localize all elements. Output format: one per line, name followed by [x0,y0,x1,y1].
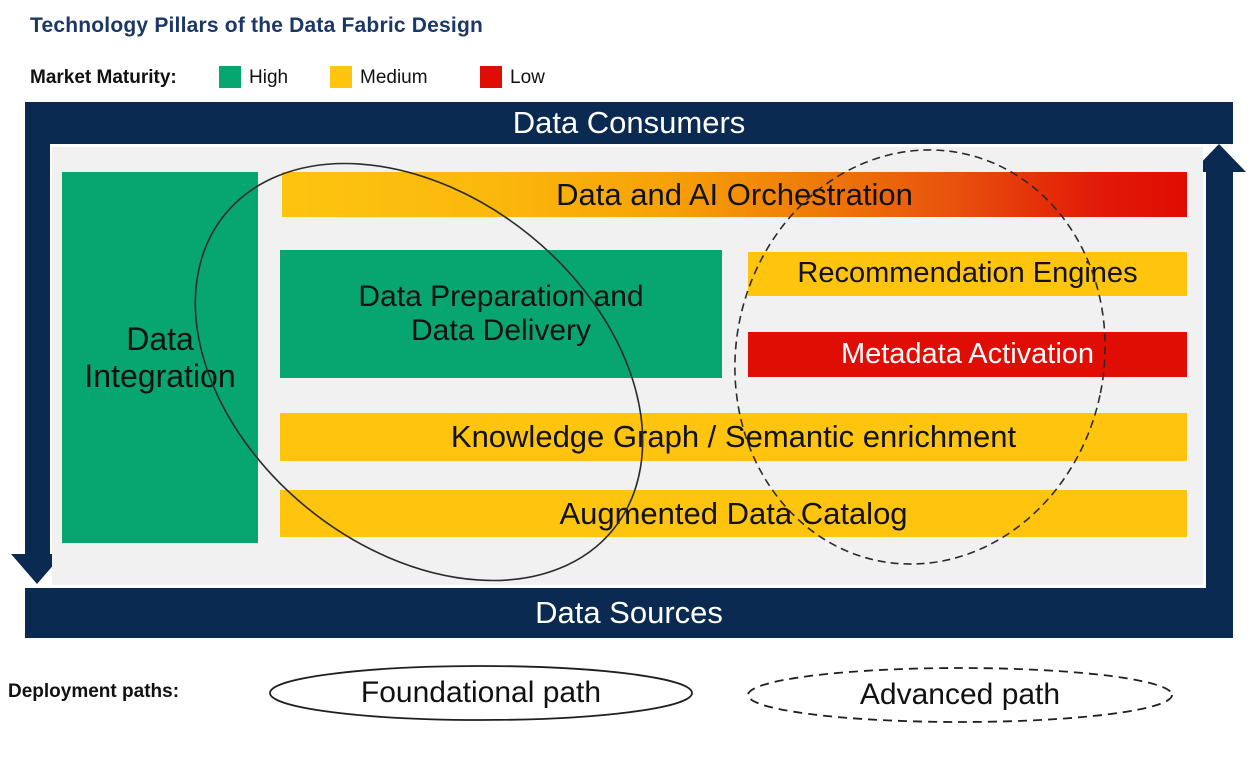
down-arrow-shaft [25,102,50,555]
foundational-path-label: Foundational path [360,676,602,709]
data-integration-label-line1: Data [126,320,194,357]
pillar-data-integration: Data Integration [62,172,258,543]
data-sources-label: Data Sources [535,595,723,630]
data-consumers-label: Data Consumers [512,105,746,140]
maturity-medium-swatch [330,66,352,88]
pillar-knowledge-graph: Knowledge Graph / Semantic enrichment [280,413,1187,461]
pillar-data-preparation-delivery: Data Preparation and Data Delivery [280,250,722,378]
pillar-augmented-data-catalog: Augmented Data Catalog [280,490,1187,537]
maturity-low-swatch [480,66,502,88]
data-integration-label-line2: Integration [84,357,236,394]
knowledge-graph-label: Knowledge Graph / Semantic enrichment [450,419,1017,455]
maturity-low-label: Low [510,67,545,88]
data-consumers-bar: Data Consumers [25,102,1233,144]
deployment-paths-label: Deployment paths: [8,681,180,702]
orchestration-label: Data and AI Orchestration [556,176,913,212]
maturity-high-swatch [219,66,241,88]
up-arrow-shaft [1206,170,1233,638]
advanced-path-label: Advanced path [859,678,1061,711]
pillar-metadata-activation: Metadata Activation [748,332,1187,377]
pillar-recommendation-engines: Recommendation Engines [748,252,1187,296]
preparation-label-line1: Data Preparation and [358,279,644,313]
augmented-catalog-label: Augmented Data Catalog [559,495,908,531]
maturity-medium-label: Medium [360,67,428,88]
preparation-label-line2: Data Delivery [410,314,592,347]
data-sources-bar: Data Sources [25,588,1233,638]
pillar-data-ai-orchestration: Data and AI Orchestration [282,172,1187,217]
recommendation-label: Recommendation Engines [797,257,1138,290]
maturity-legend-label: Market Maturity: [30,67,177,88]
page-title: Technology Pillars of the Data Fabric De… [30,14,483,37]
metadata-label: Metadata Activation [840,337,1095,370]
maturity-high-label: High [249,67,289,88]
